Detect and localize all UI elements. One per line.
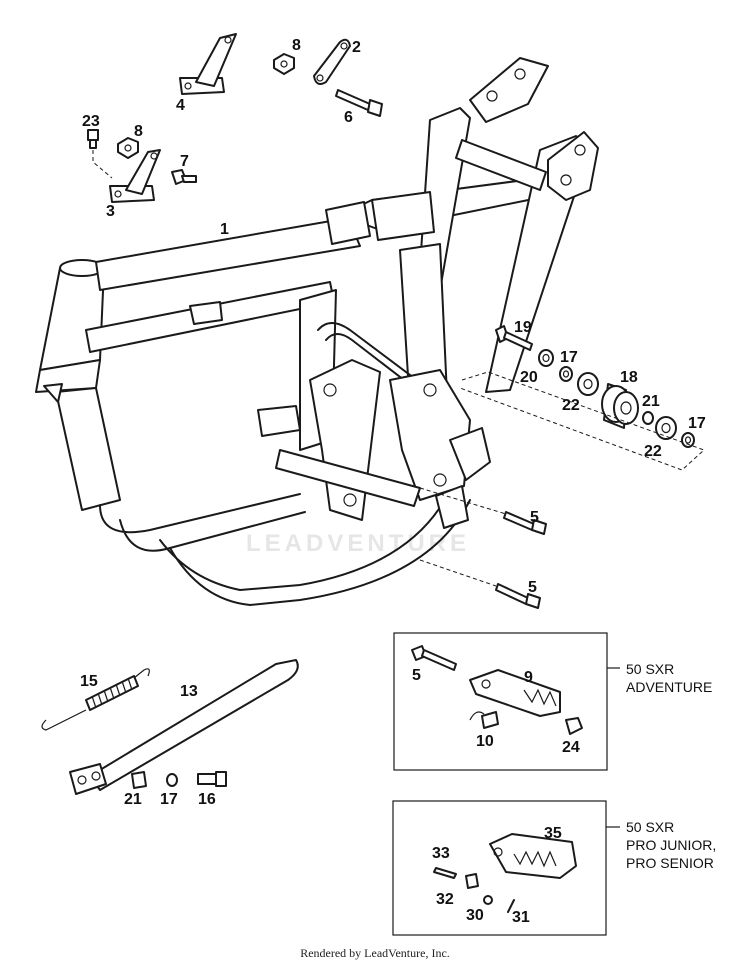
bearing-part-22-a[interactable] xyxy=(577,372,599,396)
callout-4: 4 xyxy=(176,97,185,114)
callout-22a: 22 xyxy=(562,397,580,414)
pin-part-33[interactable] xyxy=(433,867,457,879)
callout-6: 6 xyxy=(344,109,353,126)
callout-13: 13 xyxy=(180,683,198,700)
washer-part-17-c[interactable] xyxy=(166,773,178,787)
footpeg-part-35[interactable] xyxy=(489,833,577,879)
footpeg-part-9[interactable] xyxy=(469,669,561,717)
adventure-variant-box xyxy=(393,632,608,771)
callout-7: 7 xyxy=(180,153,189,170)
pro-variant-label: 50 SXR PRO JUNIOR, PRO SENIOR xyxy=(626,818,716,872)
adventure-variant-label: 50 SXR ADVENTURE xyxy=(626,660,712,696)
adventure-label-line2: ADVENTURE xyxy=(626,679,713,695)
pro-label-line1: 50 SXR xyxy=(626,819,675,835)
spring-part-32[interactable] xyxy=(465,873,479,889)
nut-part-8-top[interactable] xyxy=(273,53,295,75)
bolt-part-19[interactable] xyxy=(495,325,533,351)
roller-part-18[interactable] xyxy=(601,383,639,429)
callout-1: 1 xyxy=(220,221,229,238)
bolt-part-5-c[interactable] xyxy=(411,645,457,671)
footer-credit: Rendered by LeadVenture, Inc. xyxy=(300,946,450,960)
bracket-part-3[interactable] xyxy=(109,149,161,203)
callout-21b: 21 xyxy=(124,791,142,808)
callout-10: 10 xyxy=(476,733,494,750)
washer-part-17-b[interactable] xyxy=(681,432,695,448)
bolt-part-6[interactable] xyxy=(335,89,383,117)
callout-17b: 17 xyxy=(688,415,706,432)
callout-3: 3 xyxy=(106,203,115,220)
bolt-part-5-b[interactable] xyxy=(495,583,541,609)
callout-35: 35 xyxy=(544,825,562,842)
callout-16: 16 xyxy=(198,791,216,808)
callout-33: 33 xyxy=(432,845,450,862)
pro-label-line2: PRO JUNIOR, xyxy=(626,837,717,853)
bolt-part-16[interactable] xyxy=(197,771,227,787)
side-stand-part-13[interactable] xyxy=(69,659,299,795)
callout-23: 23 xyxy=(82,113,100,130)
callout-31: 31 xyxy=(512,909,530,926)
spring-part-10[interactable] xyxy=(469,711,499,729)
callout-15: 15 xyxy=(80,673,98,690)
washer-part-20[interactable] xyxy=(538,349,554,367)
callout-24: 24 xyxy=(562,739,580,756)
bearing-part-22-b[interactable] xyxy=(655,416,677,440)
bolt-part-5-a[interactable] xyxy=(503,511,547,535)
nut-part-24[interactable] xyxy=(565,717,583,735)
callout-8b: 8 xyxy=(134,123,143,140)
callout-22b: 22 xyxy=(644,443,662,460)
callout-30: 30 xyxy=(466,907,484,924)
callout-17a: 17 xyxy=(560,349,578,366)
clip-part-31[interactable] xyxy=(507,899,515,913)
spacer-part-21-a[interactable] xyxy=(642,411,654,425)
callout-5c: 5 xyxy=(412,667,421,684)
washer-part-30[interactable] xyxy=(483,895,493,905)
adventure-label-line1: 50 SXR xyxy=(626,661,675,677)
washer-part-17-a[interactable] xyxy=(559,366,573,382)
bracket-part-4[interactable] xyxy=(179,33,237,95)
link-plate-part-2[interactable] xyxy=(313,38,351,85)
frame-part[interactable] xyxy=(35,57,599,606)
callout-19: 19 xyxy=(514,319,532,336)
callout-20: 20 xyxy=(520,369,538,386)
callout-9: 9 xyxy=(524,669,533,686)
bolt-part-7[interactable] xyxy=(171,169,197,185)
callout-17c: 17 xyxy=(160,791,178,808)
watermark: LEADVENTURE xyxy=(246,530,471,557)
callout-32: 32 xyxy=(436,891,454,908)
callout-8a: 8 xyxy=(292,37,301,54)
callout-5a: 5 xyxy=(530,509,539,526)
pro-variant-box xyxy=(392,800,607,936)
bolt-part-23[interactable] xyxy=(87,129,99,149)
callout-21a: 21 xyxy=(642,393,660,410)
spring-part-15[interactable] xyxy=(41,668,150,731)
callout-2: 2 xyxy=(352,39,361,56)
spacer-part-21-b[interactable] xyxy=(131,771,147,789)
callout-18: 18 xyxy=(620,369,638,386)
nut-part-8[interactable] xyxy=(117,137,139,159)
callout-5b: 5 xyxy=(528,579,537,596)
pro-label-line3: PRO SENIOR xyxy=(626,855,714,871)
